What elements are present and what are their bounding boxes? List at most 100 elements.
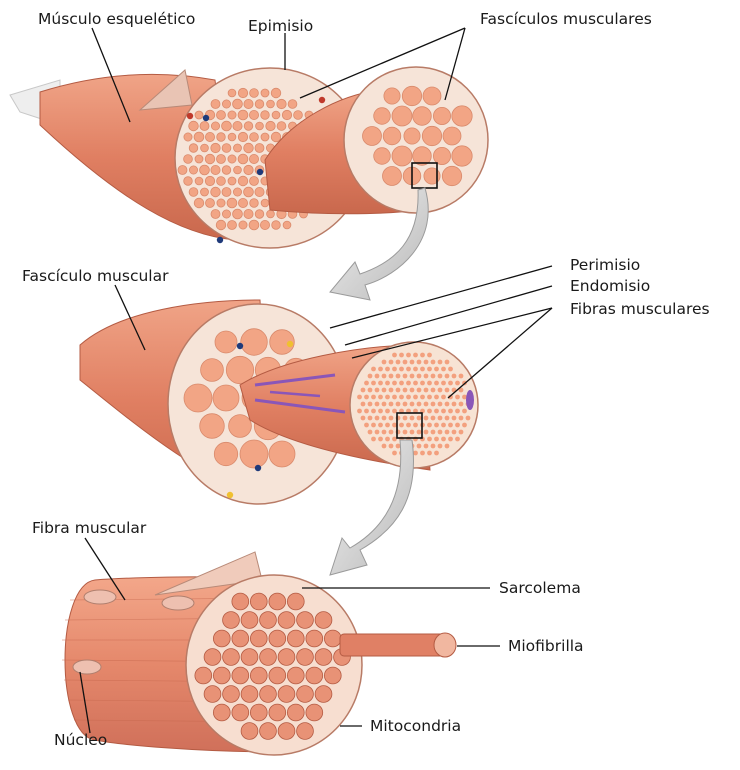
blood-vessel — [256, 168, 264, 176]
zoom-box-fiber — [396, 412, 423, 439]
fascicle-fiber — [287, 99, 298, 109]
label-epimysium: Epimisio — [248, 17, 313, 35]
myofibril-dot — [458, 415, 464, 421]
myofibril-dot — [420, 394, 425, 400]
fascicle-fiber — [204, 153, 216, 165]
myofibril — [249, 666, 268, 685]
myofibril-dot — [437, 415, 443, 421]
myofibril-dot — [388, 373, 394, 379]
myofibril-dot — [427, 422, 432, 428]
fascicle-fiber — [232, 98, 243, 110]
myofibril-dot — [371, 436, 376, 442]
fascicle-fiber — [271, 220, 281, 230]
muscle-fiber-cell — [228, 414, 252, 438]
myofibril-dot — [427, 380, 432, 386]
myofibril-dot — [392, 450, 397, 456]
myofibril-dot — [416, 373, 422, 379]
myofibril-dot — [444, 387, 450, 393]
muscle-fiber-cell — [225, 355, 255, 385]
muscle-fiber-cell — [362, 126, 382, 146]
fascicle-fiber — [199, 121, 210, 131]
myofibril-dot — [448, 380, 453, 386]
myofibril-dot — [458, 401, 464, 407]
muscle-fiber-cell — [391, 105, 413, 127]
fascicle-fiber — [233, 165, 242, 175]
fascicle-fiber — [254, 99, 265, 109]
myofibril — [240, 722, 259, 740]
myofibril-dot — [402, 359, 408, 365]
myofibril-dot — [392, 380, 397, 386]
myofibril-dot — [413, 352, 418, 358]
fascicle-fiber — [249, 198, 259, 208]
myofibril-dots — [357, 352, 471, 456]
myofibril-dot — [416, 401, 422, 407]
fascicle-fiber — [243, 99, 254, 110]
myofibril — [268, 592, 287, 611]
myofibril — [314, 648, 333, 666]
myofibril — [296, 611, 314, 629]
leader-lines — [79, 27, 553, 734]
fascicle-fiber — [276, 98, 287, 110]
fascicle-fiber — [237, 109, 249, 121]
myofibril — [231, 703, 250, 722]
fascicle-fiber — [243, 142, 254, 154]
myofibril-dot — [357, 408, 362, 414]
muscle-fiber-cell — [421, 125, 443, 147]
label-skeletal-muscle: Músculo esquelético — [38, 10, 195, 28]
muscle-fiber-cell — [200, 358, 224, 382]
myofibril — [268, 703, 287, 722]
myofibril-dot — [392, 394, 397, 400]
myofibril-cross-sections — [194, 592, 351, 740]
fascicle-fiber — [271, 110, 281, 120]
myofibril-dot — [437, 443, 443, 449]
fascicle-fiber — [183, 154, 193, 164]
fascicle-fiber — [270, 131, 282, 143]
myofibril — [213, 666, 231, 685]
myofibril-dot — [434, 450, 439, 456]
myofibril — [249, 629, 268, 648]
muscle-fiber-cell — [383, 87, 401, 105]
fascicle-fiber — [183, 176, 193, 186]
myofibril-dot — [423, 387, 429, 393]
myofibril-dot — [374, 401, 380, 407]
myofibril-dot — [441, 436, 446, 442]
fascicle-fiber — [266, 209, 275, 219]
label-nucleus: Núcleo — [54, 731, 107, 749]
myofibril-dot — [399, 422, 404, 428]
myofibril — [314, 611, 333, 629]
fascicle-fiber — [243, 208, 254, 219]
myofibril-dot — [423, 415, 429, 421]
fascicle-fiber — [216, 198, 226, 208]
myofibril-dot — [420, 380, 425, 386]
fascicle-fiber — [248, 219, 260, 231]
myofibril-dot — [423, 373, 429, 379]
muscle-fiber-cell — [373, 107, 391, 125]
myofibril-dot — [437, 387, 443, 393]
myofibril-dot — [381, 359, 387, 365]
fascicle-fiber — [210, 121, 220, 131]
myofibril-dot — [441, 394, 446, 400]
muscle-fiber-cell — [373, 147, 391, 165]
myofibril-dot — [455, 394, 460, 400]
blood-vessel — [286, 340, 294, 348]
sarcolemma-flap — [154, 551, 263, 596]
myofibril-dot — [423, 443, 429, 449]
myofibril-dot — [399, 380, 404, 386]
myofibril — [222, 685, 240, 703]
myofibril-dot — [462, 394, 467, 400]
fascicle-fiber — [204, 175, 216, 187]
skeletal-muscle-illustration — [9, 66, 489, 249]
myofibril-dot — [392, 422, 397, 428]
myofibril-dot — [430, 373, 436, 379]
blood-vessel — [318, 96, 326, 104]
myofibril-dot — [423, 429, 429, 435]
myofibril-dot — [409, 429, 415, 435]
fascicle-fiber — [260, 198, 270, 208]
myofibril-dot — [378, 366, 383, 372]
myofibril-dot — [444, 359, 450, 365]
fascicle-fiber — [227, 110, 237, 120]
myofibril-dot — [416, 415, 422, 421]
myofibril-dot — [448, 422, 453, 428]
myofibril-dot — [357, 394, 362, 400]
myofibril-dot — [451, 415, 457, 421]
